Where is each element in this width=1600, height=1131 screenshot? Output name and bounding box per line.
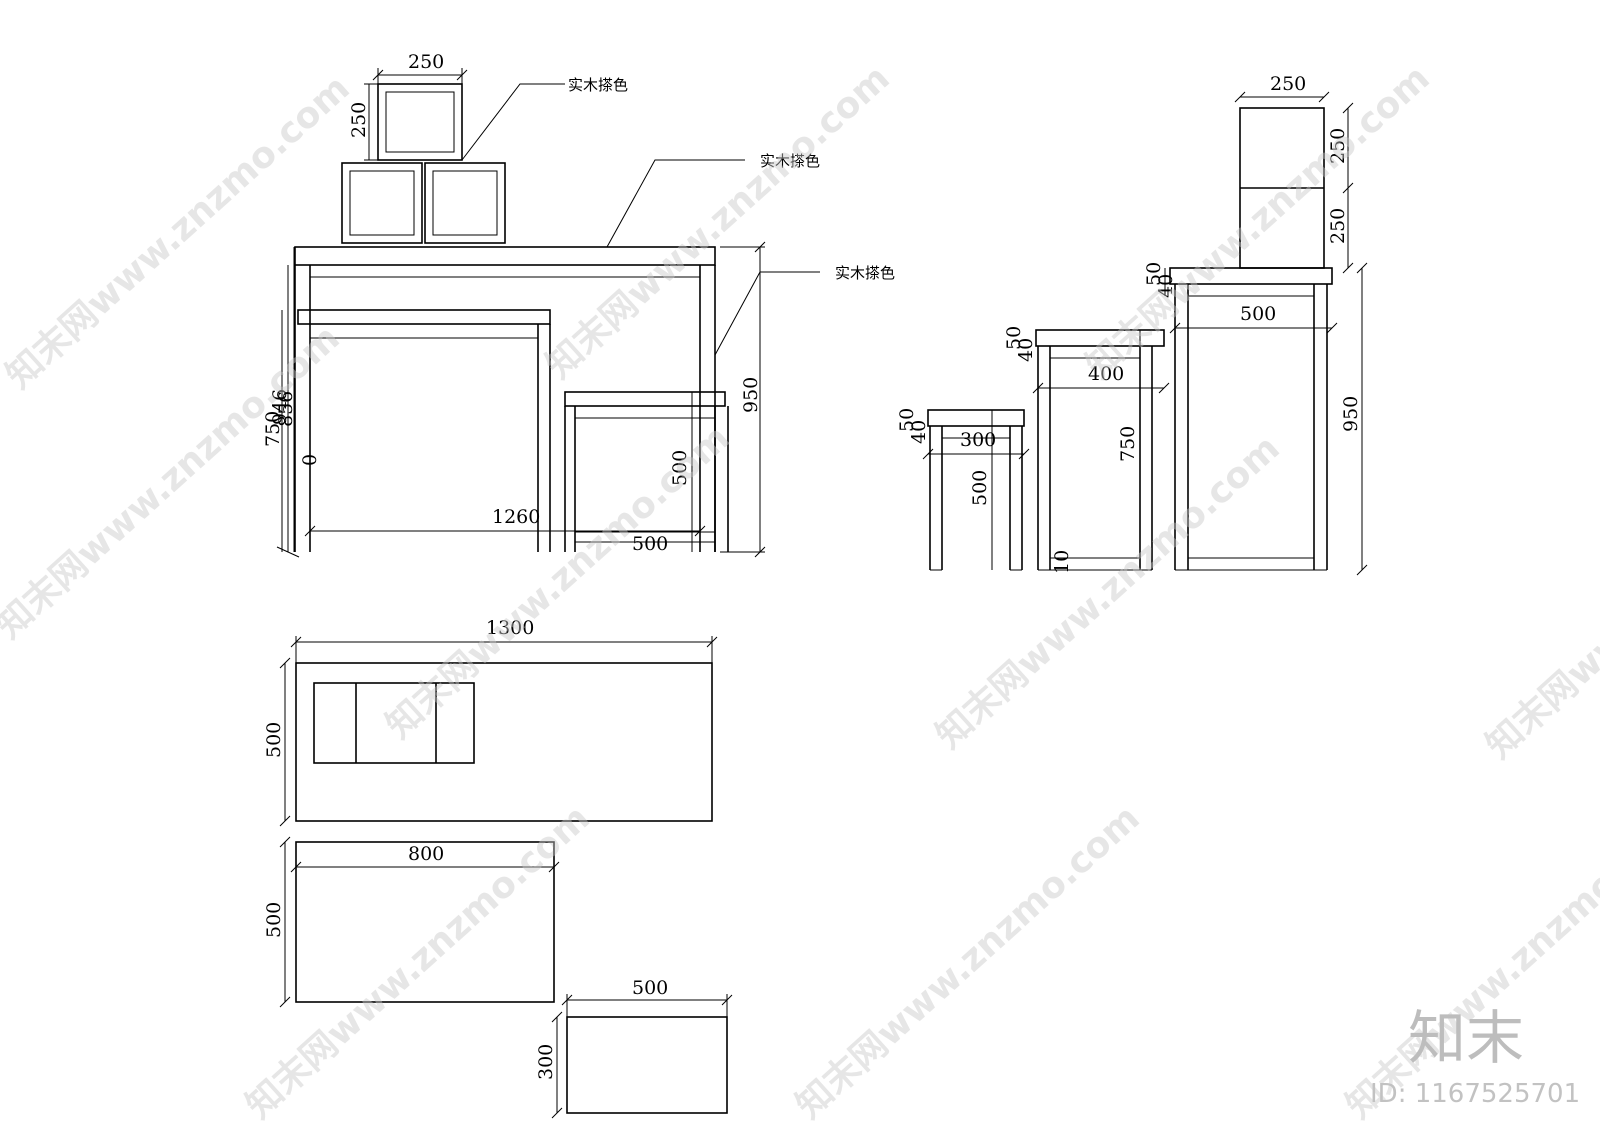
desk-top [294, 246, 716, 266]
dim-box-width: 250 [408, 51, 444, 73]
watermark-id: ID: 1167525701 [1370, 1079, 1580, 1109]
watermark-text: 知末网www.znzmo.com [379, 418, 738, 747]
dim-side-table-top-thick: 50 [1003, 326, 1025, 350]
dim-side-table-depth: 400 [1088, 363, 1124, 385]
watermarks: 知末网www.znzmo.com 知末网www.znzmo.com 知末网www… [0, 58, 1600, 1127]
dim-side-table-height: 750 [1117, 426, 1139, 462]
dim-side-table-apron: 40 [1015, 338, 1037, 362]
dim-stool-plan-depth: 300 [535, 1044, 557, 1080]
side-stool-top [927, 409, 1025, 427]
dim-856: 856 [275, 391, 297, 427]
dim-side-desk-height: 950 [1340, 396, 1362, 432]
side-elevations: 250 250 250 500 950 50 40 [896, 73, 1368, 576]
side-desk-top [1169, 267, 1333, 285]
note-desk-material: 实木搽色 [760, 152, 820, 170]
box-right [424, 162, 506, 244]
front-elevation: 250 250 1260 500 500 [262, 51, 895, 558]
dim-desk-plan-depth: 500 [263, 722, 285, 758]
desk-plan [295, 662, 713, 822]
stool-plan [566, 1016, 728, 1114]
dim-zero: 0 [299, 454, 321, 466]
watermark-text: 知末网www.znzmo.com [1479, 438, 1600, 767]
inner-table-top [297, 309, 551, 325]
dim-side-stool-top-thick: 50 [896, 408, 918, 432]
dim-side-box-upper: 250 [1327, 128, 1349, 164]
box-top [377, 83, 463, 161]
plan-views: 1300 500 800 500 500 300 [263, 617, 733, 1119]
note-box-material: 实木搽色 [568, 76, 628, 94]
dim-side-table-bottom: 10 [1051, 550, 1073, 574]
watermark-text: 知末网www.znzmo.com [539, 58, 898, 387]
table-plan [295, 841, 555, 1003]
dim-side-box-width: 250 [1270, 73, 1306, 95]
dim-desk-inner-width: 1260 [492, 506, 540, 528]
dim-desk-height: 950 [740, 377, 762, 413]
dim-side-desk-apron: 40 [1155, 274, 1177, 298]
dim-stool-width: 500 [632, 533, 668, 555]
dim-side-stool-depth: 300 [960, 429, 996, 451]
brand-logo: 知末 [1408, 1004, 1524, 1072]
watermark-text: 知末网www.znzmo.com [1339, 798, 1600, 1127]
watermark-text: 知末网www.znzmo.com [789, 798, 1148, 1127]
dim-inner-height: 750 [262, 411, 284, 447]
boxes-plan [313, 682, 475, 764]
dim-946: 946 [269, 389, 291, 425]
dim-table-plan-width: 800 [408, 843, 444, 865]
stool-top [564, 391, 726, 407]
dim-box-height: 250 [348, 102, 370, 138]
side-table-top [1035, 329, 1165, 347]
dim-stool-plan-width: 500 [632, 977, 668, 999]
dim-side-desk-top-thick: 50 [1143, 262, 1165, 286]
dim-side-box-lower: 250 [1327, 208, 1349, 244]
dim-stool-height: 500 [669, 450, 691, 486]
dim-desk-plan-width: 1300 [486, 617, 534, 639]
dim-side-stool-apron: 40 [908, 420, 930, 444]
watermark-text: 知末网www.znzmo.com [1079, 58, 1438, 387]
dim-side-desk-depth: 500 [1240, 303, 1276, 325]
dim-side-stool-height: 500 [969, 470, 991, 506]
box-left [341, 162, 423, 244]
dim-table-plan-depth: 500 [263, 902, 285, 938]
note-frame-material: 实木搽色 [835, 264, 895, 282]
